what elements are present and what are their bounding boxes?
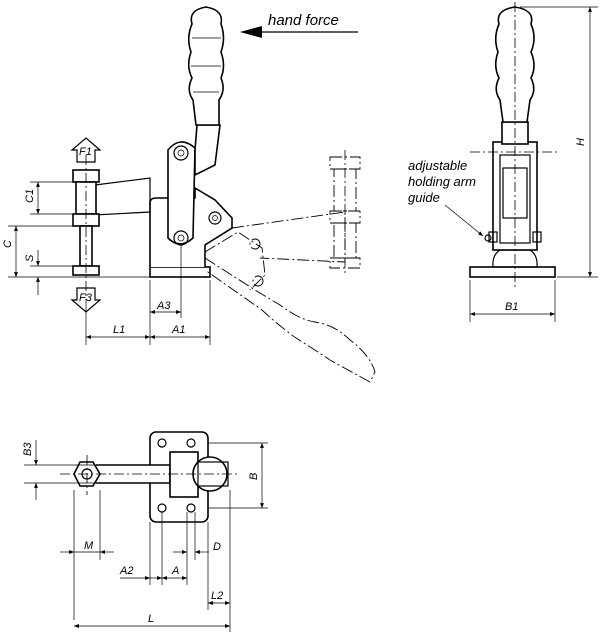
label-h: H [575,138,587,146]
label-l1: L1 [113,324,125,336]
ghost-open-position [204,150,376,383]
label-d: D [213,541,221,553]
label-b: B [248,473,260,480]
top-view: B3 B M D A2 [22,431,268,632]
hand-force-label: hand force [268,12,339,29]
dim-l1: L1 [86,324,150,339]
mount-hole [157,438,167,448]
dim-b1: B1 [469,280,556,322]
front-handle-arm [194,124,221,177]
note-line-2: holding arm [408,174,476,189]
label-l2: L2 [211,590,223,602]
dim-d: D [173,541,221,554]
dim-h: H [520,6,598,278]
force-arrow-f1: F1 [70,137,102,163]
pivot-upper [173,145,189,161]
label-m: M [84,540,94,552]
dim-b3: B3 [22,440,96,500]
label-a2: A2 [119,565,133,577]
label-b1: B1 [505,301,518,313]
dim-m: M [60,540,114,554]
label-c1: C1 [24,189,36,203]
dim-l2: L2 [208,590,230,605]
side-view: H B1 adjustable holding arm guide [408,2,598,322]
dim-a1: A1 [150,324,210,339]
ghost-arm [231,211,346,263]
hand-force-arrow: hand force [240,12,358,38]
dim-l: L [74,613,230,628]
label-a3: A3 [156,300,171,312]
front-link [167,141,196,245]
front-view: F1 F3 hand force C1 C S [2,6,376,383]
label-f1: F1 [79,146,92,158]
mount-hole [186,438,196,448]
force-arrow-f3: F3 [70,287,102,313]
dim-a: A [162,565,187,580]
mount-hole [186,503,196,513]
label-c: C [2,240,14,248]
dim-c1: C1 [24,181,76,215]
front-base-plate [149,266,211,278]
label-f3: F3 [79,292,93,304]
label-l: L [148,613,154,625]
label-a: A [171,565,179,577]
adjustable-note: adjustable holding arm guide [408,158,484,237]
dim-c: C [2,225,150,278]
pivot-body [208,211,222,225]
holding-arm [94,177,151,216]
ghost-handle [204,257,376,383]
label-b3: B3 [22,442,34,456]
dim-b: B [208,442,268,509]
dim-a3: A3 [150,300,181,314]
note-line-3: guide [408,190,440,205]
dim-a2: A2 [119,565,162,580]
dim-s: S [24,250,73,295]
note-line-1: adjustable [408,158,467,173]
label-s: S [24,254,36,262]
label-a1: A1 [171,324,185,336]
side-base-plate [469,266,556,278]
